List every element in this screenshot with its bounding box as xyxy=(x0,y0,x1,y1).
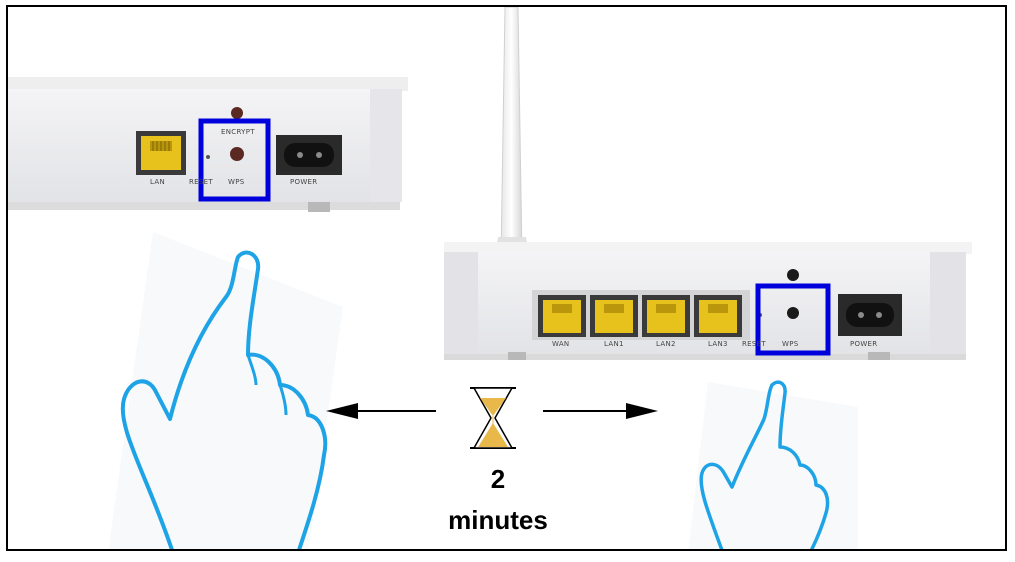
lan1-label: LAN1 xyxy=(604,340,624,348)
right-router xyxy=(444,7,972,360)
power-label: POWER xyxy=(290,178,318,186)
power-label-right: POWER xyxy=(850,340,878,348)
ethernet-ports xyxy=(538,295,742,337)
arrow-icon-right xyxy=(543,403,658,419)
lan1-port xyxy=(590,295,638,337)
wps-highlight-right xyxy=(755,283,831,356)
wps-label: WPS xyxy=(228,178,245,186)
wps-highlight-left xyxy=(198,118,271,202)
reset-label: RESET xyxy=(189,178,213,186)
timer-unit: minutes xyxy=(448,505,548,535)
power-socket-right xyxy=(838,294,902,336)
left-router xyxy=(8,77,408,212)
rubber-foot xyxy=(508,352,526,360)
reset-label-right: RESET xyxy=(742,340,766,348)
hand-icon-right xyxy=(688,380,858,549)
wan-label: WAN xyxy=(552,340,570,348)
diagram-canvas xyxy=(8,7,972,549)
lan2-label: LAN2 xyxy=(656,340,676,348)
lan2-port xyxy=(642,295,690,337)
timer-value: 2 xyxy=(490,464,506,494)
encrypt-label: ENCRYPT xyxy=(221,128,255,136)
encrypt-led xyxy=(231,107,243,119)
power-socket xyxy=(276,135,342,175)
lan-port xyxy=(136,131,186,175)
hourglass-icon xyxy=(470,387,516,449)
hand-icon xyxy=(108,232,343,549)
arrow-icon xyxy=(326,403,436,419)
wps-button-right xyxy=(787,307,799,319)
diagram-frame: ENCRYPT LAN RESET WPS POWER WAN LAN1 LAN… xyxy=(6,5,1007,551)
rubber-foot xyxy=(868,352,890,360)
rubber-foot xyxy=(308,202,330,212)
wan-port xyxy=(538,295,586,337)
lan3-label: LAN3 xyxy=(708,340,728,348)
wps-button-left xyxy=(230,147,244,161)
lan3-port xyxy=(694,295,742,337)
wps-label-right: WPS xyxy=(782,340,799,348)
reset-pinhole xyxy=(206,155,210,159)
lan-label: LAN xyxy=(150,178,165,186)
encrypt-led-right xyxy=(787,269,799,281)
